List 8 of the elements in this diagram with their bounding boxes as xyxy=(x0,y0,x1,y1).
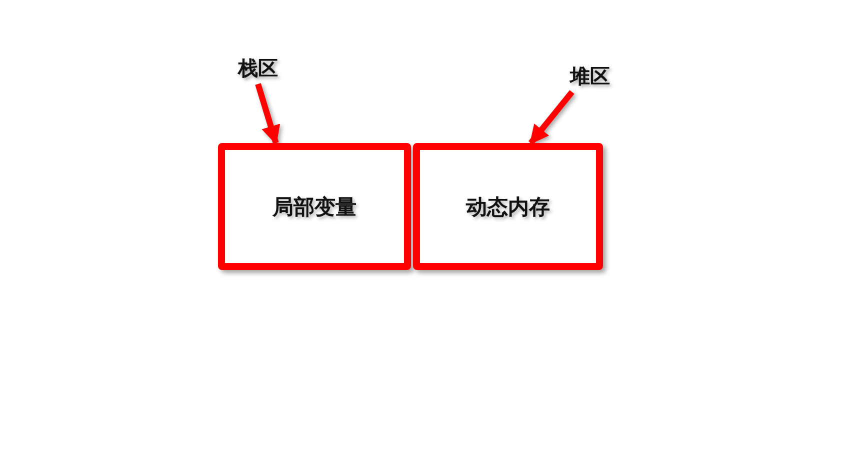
region-label: 堆区 xyxy=(560,60,620,92)
arrow xyxy=(255,83,280,145)
memory-box xyxy=(413,143,603,270)
box-label: 局部变量 xyxy=(272,194,356,220)
region-label: 栈区 xyxy=(228,52,288,84)
arrow xyxy=(528,90,574,145)
memory-box xyxy=(218,143,411,270)
box-label: 动态内存 xyxy=(466,194,550,220)
